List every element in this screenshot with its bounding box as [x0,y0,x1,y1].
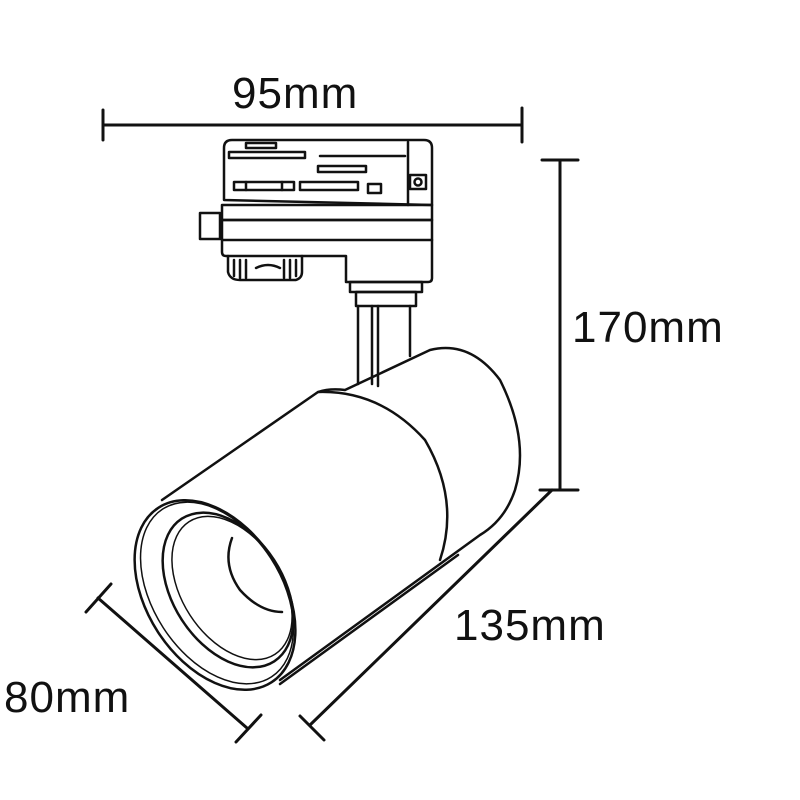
width-dimension-line [101,106,524,144]
height-label: 170mm [572,303,724,352]
length-dimension-line [298,488,554,742]
width-label: 95mm [232,69,359,118]
track-adapter [198,138,434,308]
diameter-dimension-line [84,582,263,744]
height-dimension-line [538,158,580,492]
length-label: 135mm [454,601,606,650]
diameter-label: 80mm [4,673,131,722]
mounting-arm [356,304,412,388]
lamp-body [133,346,522,692]
